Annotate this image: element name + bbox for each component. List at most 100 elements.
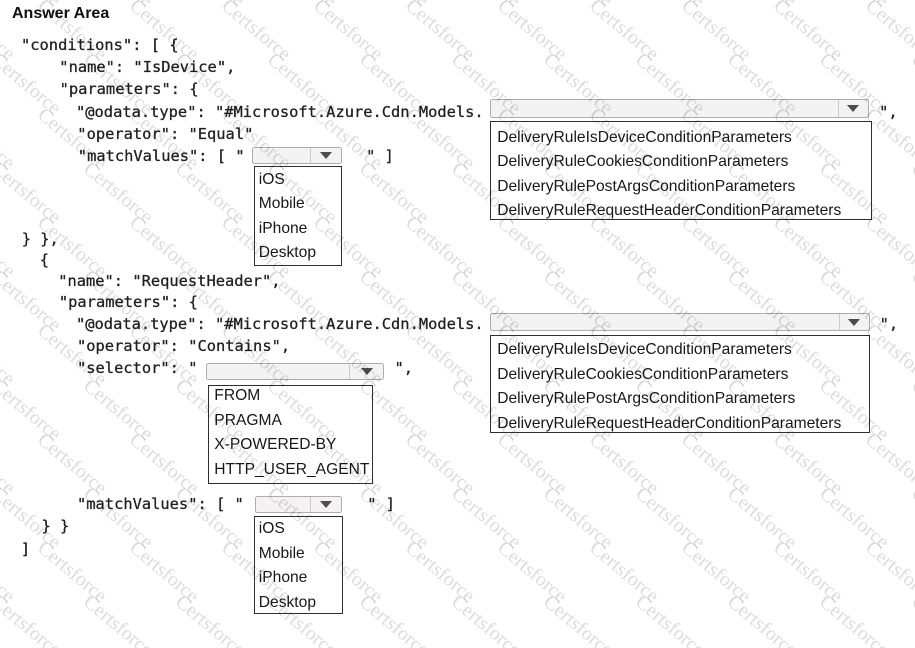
watermark-text: Certsforce (401, 211, 480, 283)
code-line-matchvalues-2: "matchValues": [ " (77, 495, 244, 514)
watermark-text: Certsforce (907, 591, 915, 648)
code-frag-after-odata-2: ", (879, 315, 899, 334)
match-values-1-select[interactable] (251, 147, 342, 164)
code-line-close-1: } }, (21, 229, 59, 248)
code-line-parameters-2: "parameters": { (58, 292, 198, 311)
chevron-down-icon (847, 104, 859, 112)
option-deliveryrulerequestheaderconditionparameters[interactable]: DeliveryRuleRequestHeaderConditionParame… (497, 414, 842, 432)
option-ios[interactable]: iOS (258, 170, 285, 188)
selector-select[interactable] (205, 362, 384, 380)
watermark-text: Certsforce (0, 536, 20, 608)
option-deliveryruleisdeviceconditionparameters[interactable]: DeliveryRuleIsDeviceConditionParameters (497, 128, 792, 146)
watermark-text: Certsforce (171, 0, 249, 12)
watermark-text: Certsforce (355, 591, 434, 648)
match-values-2-select[interactable] (255, 496, 342, 513)
option-deliveryrulepostargsconditionparameters[interactable]: DeliveryRulePostArgsConditionParameters (497, 177, 796, 195)
watermark-text: Certsforce (815, 482, 894, 554)
code-line-open-2: { (39, 250, 50, 269)
code-line-odata-2: "@odata.type": "#Microsoft.Azure.Cdn.Mod… (76, 315, 484, 334)
watermark-text: Certsforce (355, 157, 434, 228)
watermark-text: Certsforce (677, 0, 756, 66)
code-frag-after-match-1: " ] (366, 147, 394, 166)
option-ios[interactable]: iOS (258, 520, 285, 538)
watermark-text: Certsforce (677, 536, 756, 608)
watermark-text: Certsforce (0, 265, 66, 337)
code-line-operator-1: "operator": "Equal" (77, 124, 254, 143)
watermark-text: Certsforce (401, 0, 480, 66)
option-desktop[interactable]: Desktop (258, 244, 316, 262)
option-deliveryrulepostargsconditionparameters[interactable]: DeliveryRulePostArgsConditionParameters (497, 390, 796, 408)
option-desktop[interactable]: Desktop (258, 594, 316, 612)
watermark-text: Certsforce (0, 374, 66, 445)
code-frag-after-selector: ", (394, 359, 414, 378)
watermark-text: Certsforce (723, 0, 801, 12)
watermark-text: Certsforce (79, 157, 158, 228)
watermark-text: Certsforce (125, 428, 204, 499)
watermark-text: Certsforce (33, 428, 112, 499)
code-line-parameters-1: "parameters": { (59, 80, 199, 99)
option-deliveryrulerequestheaderconditionparameters[interactable]: DeliveryRuleRequestHeaderConditionParame… (497, 202, 842, 220)
watermark-text: Certsforce (815, 0, 893, 12)
option-iphone[interactable]: iPhone (258, 569, 308, 587)
watermark-text: Certsforce (79, 591, 158, 648)
watermark-text: Certsforce (907, 0, 915, 12)
watermark-text: Certsforce (907, 482, 915, 554)
watermark-text: Certsforce (907, 374, 915, 445)
code-line-selector: "selector": " (77, 359, 198, 378)
watermark-text: Certsforce (401, 536, 480, 608)
option-deliveryruleisdeviceconditionparameters[interactable]: DeliveryRuleIsDeviceConditionParameters (497, 341, 792, 359)
match-values-2-dropdown-button[interactable] (309, 497, 341, 512)
chevron-down-icon (319, 500, 332, 508)
watermark-text: Certsforce (493, 0, 572, 66)
odata-type-2-select[interactable] (489, 312, 870, 332)
option-mobile[interactable]: Mobile (258, 195, 305, 213)
watermark-text: Certsforce (309, 0, 388, 66)
odata-type-2-dropdown-button[interactable] (838, 313, 869, 331)
watermark-text: Certsforce (0, 211, 20, 283)
match-values-1-dropdown-button[interactable] (309, 148, 341, 163)
option-x-powered-by[interactable]: X-POWERED-BY (214, 436, 337, 454)
watermark-text: Certsforce (861, 536, 915, 608)
watermark-text: Certsforce (33, 536, 112, 608)
watermark-text: Certsforce (539, 0, 617, 12)
option-iphone[interactable]: iPhone (258, 219, 308, 237)
watermark-text: Certsforce (493, 536, 572, 608)
odata-type-1-dropdown-button[interactable] (837, 99, 868, 117)
option-mobile[interactable]: Mobile (258, 544, 305, 562)
watermark-text: Certsforce (401, 428, 480, 499)
chevron-down-icon (319, 151, 332, 159)
watermark-text: Certsforce (539, 482, 618, 554)
watermark-text: Certsforce (0, 103, 20, 174)
option-deliveryrulecookiesconditionparameters[interactable]: DeliveryRuleCookiesConditionParameters (497, 365, 789, 383)
code-line-close-2: } } (41, 517, 70, 536)
watermark-text: Certsforce (723, 591, 802, 648)
chevron-down-icon (848, 318, 860, 326)
watermark-text: Certsforce (171, 591, 250, 648)
selector-dropdown-button[interactable] (349, 363, 383, 379)
code-line-conditions: "conditions": [ { (21, 35, 179, 54)
watermark-text: Certsforce (0, 157, 66, 228)
watermark-text: Certsforce (769, 536, 848, 608)
watermark-text: Certsforce (447, 0, 525, 12)
watermark-text: Certsforce (631, 0, 709, 12)
watermark-text: Certsforce (861, 0, 915, 66)
watermark-text: Certsforce (0, 49, 66, 120)
option-http-user-agent[interactable]: HTTP_USER_AGENT (214, 460, 370, 478)
watermark-text: Certsforce (585, 0, 664, 66)
odata-type-1-select[interactable] (490, 98, 869, 118)
watermark-text: Certsforce (447, 482, 526, 554)
code-line-close-array: ] (20, 539, 31, 558)
watermark-text: Certsforce (171, 157, 250, 228)
code-line-odata-1: "@odata.type": "#Microsoft.Azure.Cdn.Mod… (76, 102, 484, 121)
watermark-text: Certsforce (769, 428, 848, 499)
watermark-text: Certsforce (815, 591, 894, 648)
option-from[interactable]: FROM (214, 387, 261, 405)
watermark-text: Certsforce (907, 265, 915, 337)
code-frag-after-odata-1: ", (879, 102, 898, 121)
option-deliveryrulecookiesconditionparameters[interactable]: DeliveryRuleCookiesConditionParameters (497, 153, 789, 171)
option-pragma[interactable]: PRAGMA (214, 411, 282, 429)
watermark-text: Certsforce (677, 428, 756, 499)
